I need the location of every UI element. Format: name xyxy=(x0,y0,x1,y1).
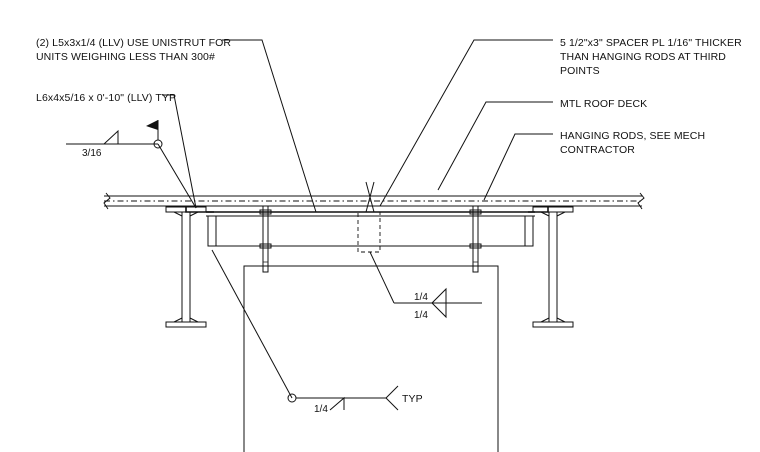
weld-size-flag: 3/16 xyxy=(82,148,102,159)
spacer-plate xyxy=(357,211,381,253)
weld-symbol-spacer: 1/4 1/4 xyxy=(369,251,482,321)
leader-spacer xyxy=(379,39,553,207)
note-spacer-line2: THAN HANGING RODS AT THIRD xyxy=(560,51,726,63)
fillet-weld-both-icon xyxy=(431,287,447,319)
weld-typ-label: TYP xyxy=(402,393,423,405)
note-spacer-line1: 5 1/2"x3" SPACER PL 1/16" THICKER xyxy=(560,37,742,49)
beam-right xyxy=(532,206,574,328)
weld-symbol-typ: 1/4 TYP xyxy=(211,249,423,415)
break-line-left xyxy=(103,192,111,210)
weld-arrow-flag xyxy=(157,143,197,209)
leader-unistrut xyxy=(222,39,317,213)
weld-size-spacer-bottom: 1/4 xyxy=(414,310,428,321)
note-unistrut-line1: (2) L5x3x1/4 (LLV) USE UNISTRUT FOR xyxy=(36,37,231,49)
leader-deck xyxy=(437,101,553,191)
beam-left xyxy=(165,206,207,328)
roof-deck xyxy=(103,192,645,210)
note-hanging-rods-line2: CONTRACTOR xyxy=(560,144,635,156)
weld-symbol-flag: 3/16 xyxy=(66,120,197,209)
break-line-right xyxy=(637,192,645,210)
angle-left xyxy=(185,207,214,213)
field-weld-flag-icon xyxy=(146,120,158,130)
leader-angle xyxy=(162,94,197,209)
note-hanging-rods-line1: HANGING RODS, SEE MECH xyxy=(560,130,705,142)
fillet-weld-icon xyxy=(329,396,345,411)
support-angles xyxy=(206,211,535,247)
note-roof-deck: MTL ROOF DECK xyxy=(560,98,647,110)
mechanical-unit xyxy=(243,265,499,452)
leader-lines xyxy=(162,39,553,213)
note-spacer-line3: POINTS xyxy=(560,65,600,77)
weld-size-typ: 1/4 xyxy=(314,404,328,415)
weld-size-spacer-top: 1/4 xyxy=(414,292,428,303)
note-unistrut-line2: UNITS WEIGHING LESS THAN 300# xyxy=(36,51,215,63)
note-angle: L6x4x5/16 x 0'-10" (LLV) TYP xyxy=(36,92,176,104)
leader-rods xyxy=(483,133,553,201)
fillet-weld-icon xyxy=(103,129,119,145)
